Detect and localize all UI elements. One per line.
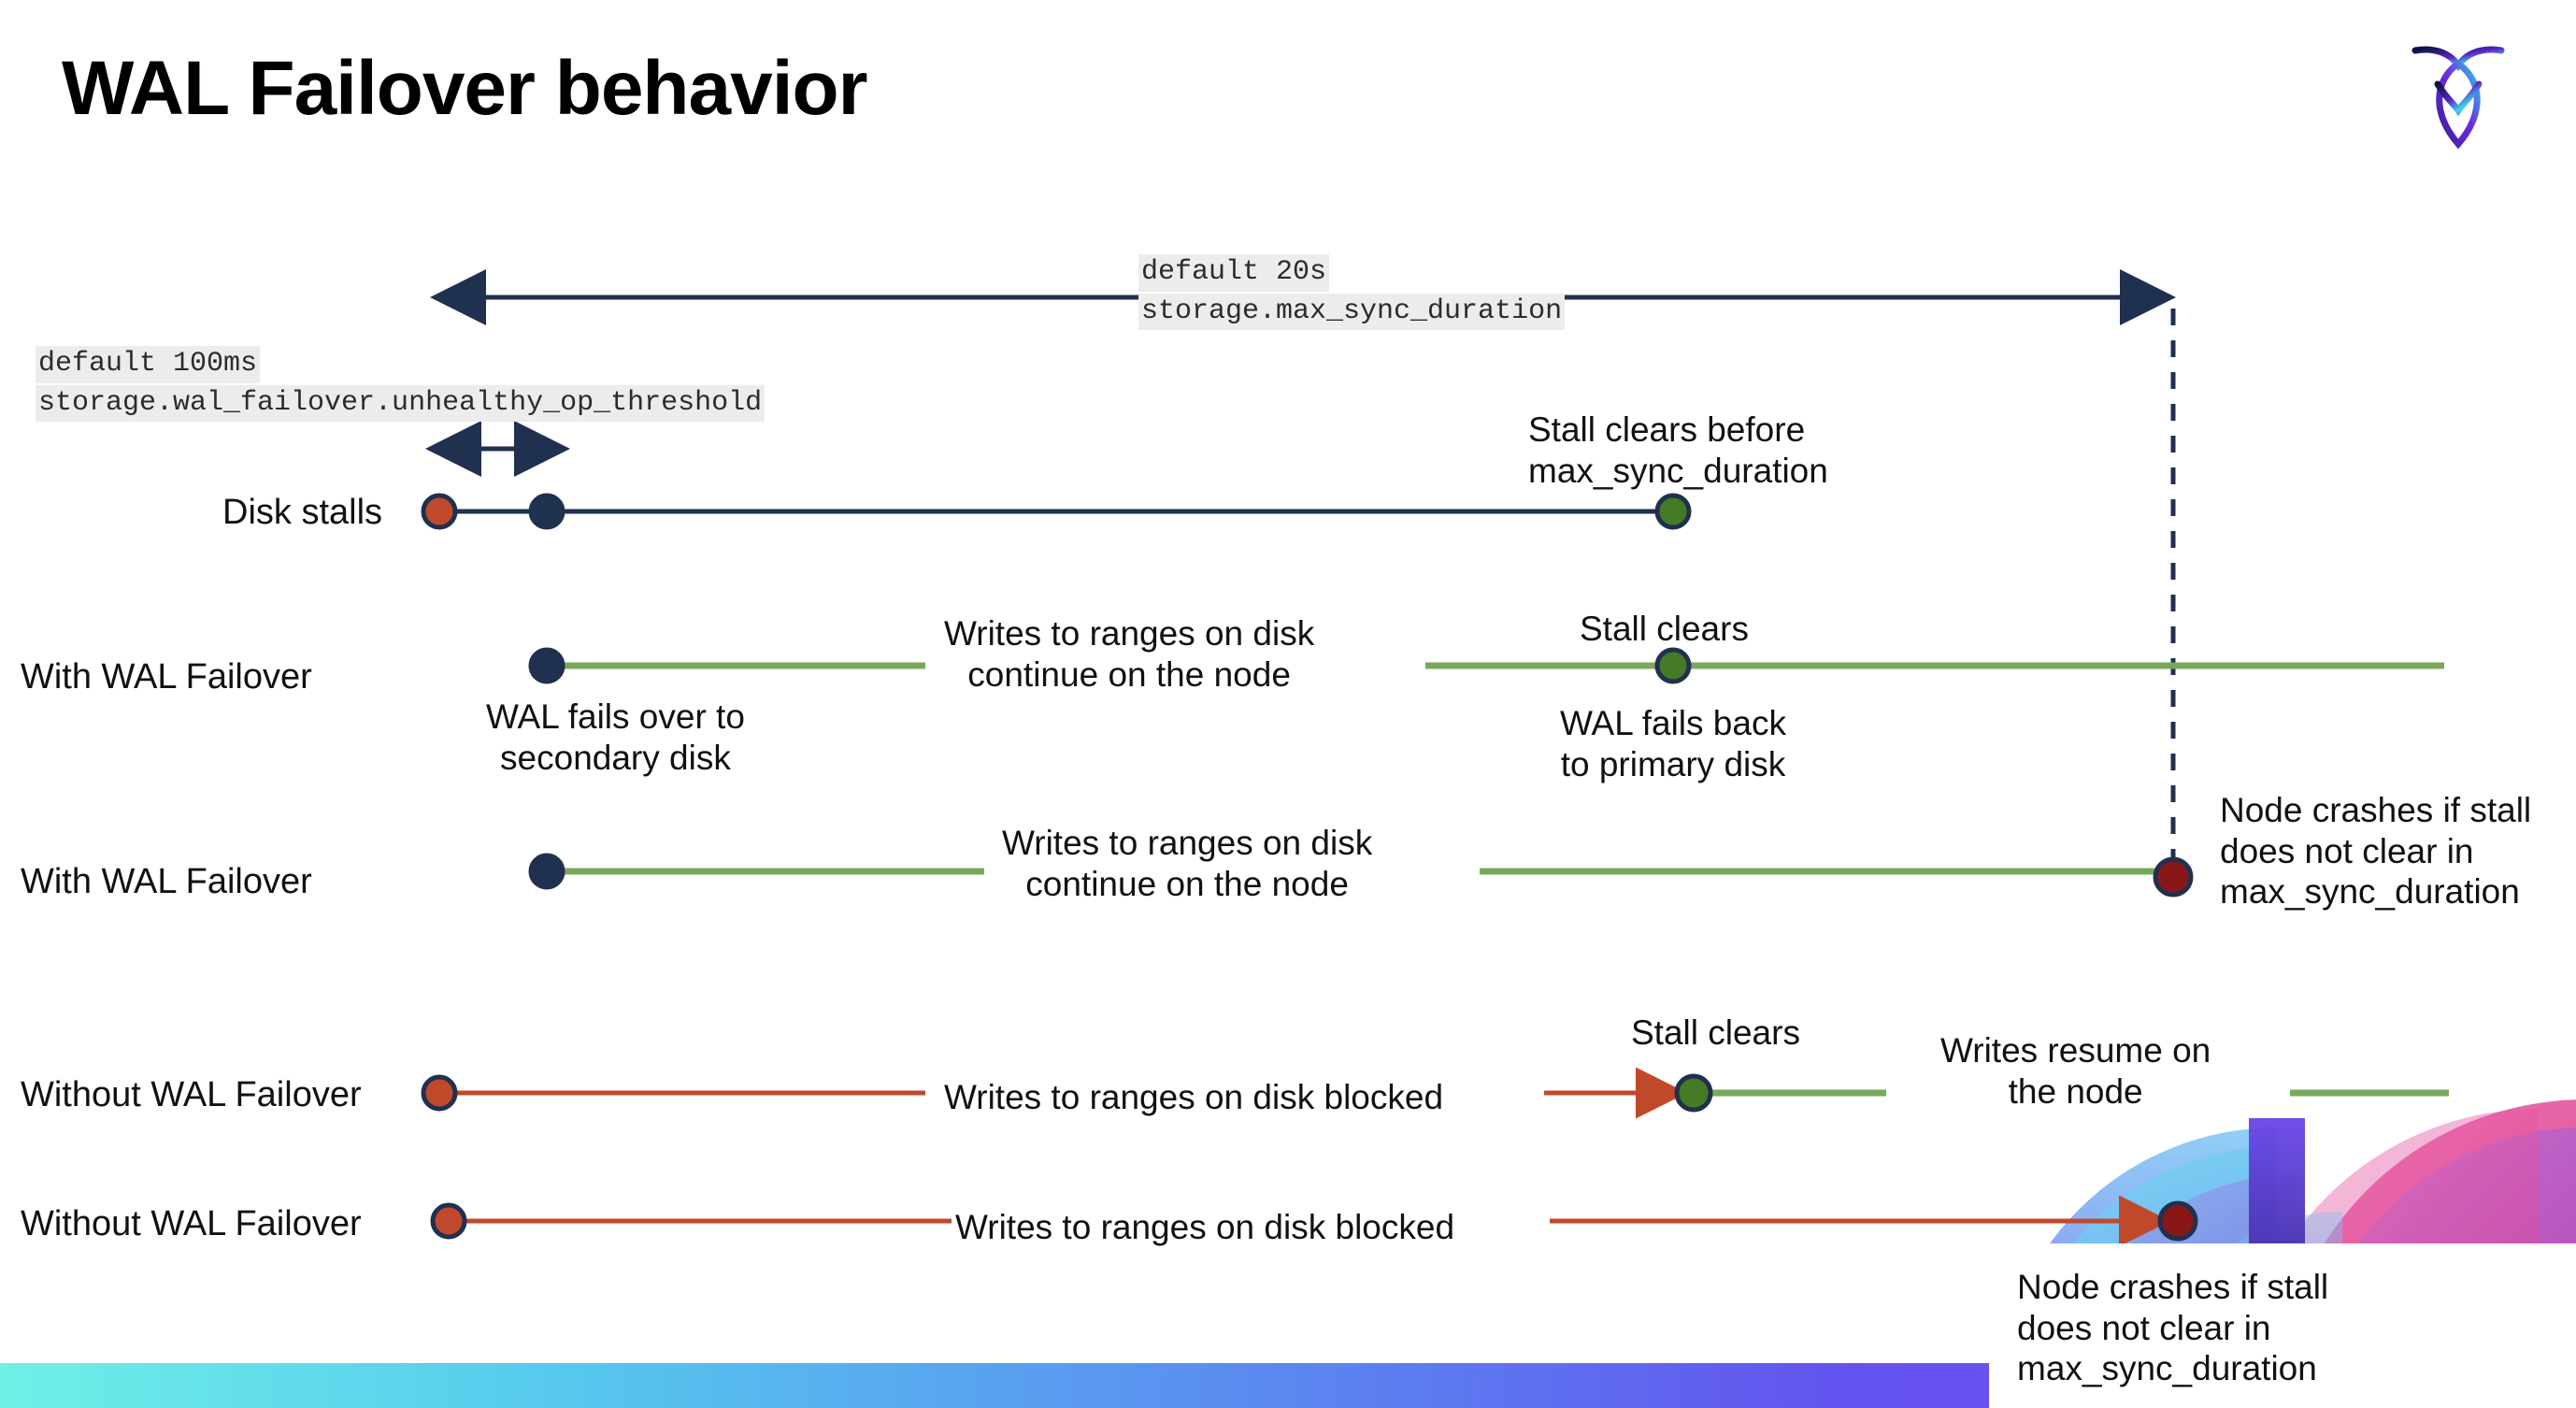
note-line: Stall clears before (1528, 410, 1806, 449)
note-backing-plate (1989, 1243, 2576, 1408)
failover-trigger-dot (528, 493, 565, 530)
row-label-with-wal-failover-2: With WAL Failover (21, 862, 312, 901)
note-line: Node crashes if stall (2220, 791, 2532, 829)
row-disk-stalls-track (421, 493, 1692, 530)
note-line: Writes resume on (1940, 1031, 2211, 1070)
note-line: WAL fails back (1560, 704, 1786, 742)
note-node-crashes-2: Node crashes if stall does not clear in … (2017, 1267, 2328, 1389)
wal-failover-dot (528, 647, 565, 684)
note-stall-clears-1: Stall clears (1580, 610, 1749, 648)
note-line: continue on the node (967, 654, 1291, 694)
note-writes-continue-on-node-1: Writes to ranges on disk continue on the… (944, 613, 1314, 695)
row-label-with-wal-failover-1: With WAL Failover (21, 657, 312, 697)
note-line: to primary disk (1560, 744, 1786, 783)
stall-start-dot (430, 1202, 467, 1240)
stall-clears-dot (1654, 647, 1692, 684)
note-wal-fails-over: WAL fails over to secondary disk (486, 697, 745, 778)
note-line: Node crashes if stall (2017, 1268, 2329, 1306)
note-line: Writes to ranges on disk (1002, 824, 1373, 862)
note-writes-continue-on-node-2: Writes to ranges on disk continue on the… (1002, 823, 1372, 904)
note-writes-blocked-1: Writes to ranges on disk blocked (944, 1078, 1444, 1116)
stall-clears-dot (1654, 493, 1692, 530)
note-wal-fails-back: WAL fails back to primary disk (1560, 703, 1786, 784)
note-line: max_sync_duration (2017, 1349, 2317, 1388)
note-line: does not clear in (2220, 831, 2474, 870)
note-line: max_sync_duration (2220, 872, 2520, 912)
note-stall-clears-2: Stall clears (1631, 1013, 1800, 1052)
page-title: WAL Failover behavior (62, 46, 868, 131)
note-line: does not clear in (2017, 1308, 2271, 1347)
wal-failover-dot (528, 853, 565, 890)
note-line: the node (2008, 1071, 2143, 1111)
note-line: WAL fails over to (486, 697, 745, 736)
max-sync-default-label: default 20s (1138, 254, 1330, 292)
note-line: continue on the node (1025, 864, 1349, 903)
max-sync-duration-callout: default 20s storage.max_sync_duration (1138, 254, 1566, 331)
row-label-without-wal-failover-1: Without WAL Failover (21, 1075, 362, 1114)
unhealthy-op-threshold-callout: default 100ms storage.wal_failover.unhea… (36, 346, 766, 423)
stall-clears-dot (1674, 1073, 1713, 1113)
note-node-crashes-1: Node crashes if stall does not clear in … (2220, 790, 2531, 912)
note-line: Writes to ranges on disk (944, 614, 1315, 653)
note-stall-clears-before: Stall clears before max_sync_duration (1528, 409, 1828, 491)
max-sync-setting-name: storage.max_sync_duration (1138, 293, 1566, 331)
note-writes-blocked-2: Writes to ranges on disk blocked (955, 1208, 1455, 1246)
row-label-disk-stalls: Disk stalls (222, 493, 383, 532)
row-label-without-wal-failover-2: Without WAL Failover (21, 1204, 362, 1243)
stall-start-dot (421, 1074, 458, 1112)
note-line: max_sync_duration (1528, 451, 1828, 490)
unhealthy-op-default-label: default 100ms (36, 346, 261, 383)
cockroachdb-logo-icon (2411, 46, 2505, 150)
row-with-failover-clears-track (528, 647, 2444, 684)
note-writes-resume-on-node: Writes resume on the node (1940, 1030, 2211, 1112)
note-line: secondary disk (500, 738, 731, 777)
unhealthy-op-setting-name: storage.wal_failover.unhealthy_op_thresh… (36, 384, 766, 423)
stall-start-dot (421, 493, 458, 530)
